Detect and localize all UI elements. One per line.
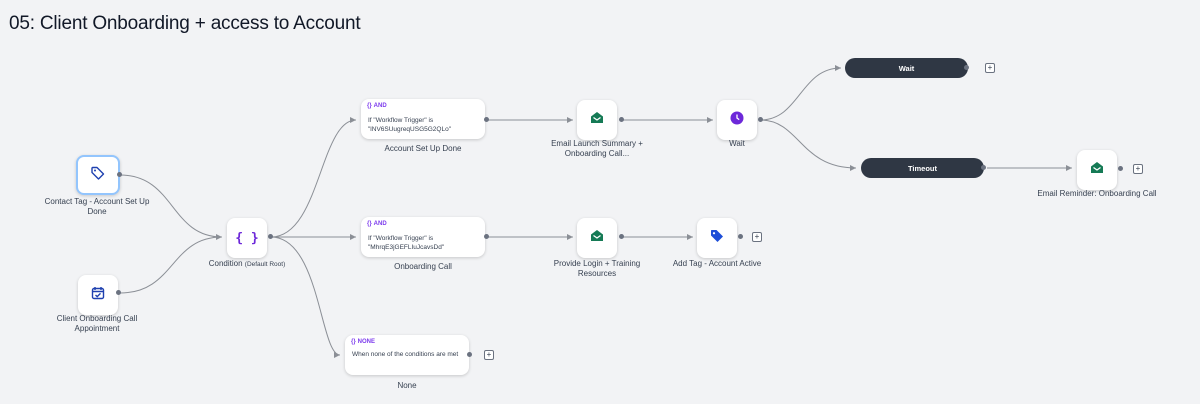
provide-login-label: Provide Login + Training Resources	[553, 259, 641, 278]
branch-onboarding-call-name: Onboarding Call	[394, 262, 452, 271]
condition-node[interactable]: { }	[227, 218, 267, 258]
condition-sub: (Default Root)	[244, 261, 286, 268]
email-reminder-label: Email Reminder: Onboarding Call	[1037, 189, 1157, 198]
branch-tag: {}NONE	[351, 339, 376, 345]
trigger-appointment-node[interactable]	[78, 275, 118, 315]
add-step-button[interactable]: +	[985, 63, 995, 73]
envelope-open-icon	[589, 228, 605, 249]
output-port[interactable]	[268, 234, 273, 239]
branch-criteria: If "Workflow Trigger" is "lNV6SUugreqUSG…	[368, 117, 452, 133]
branch-criteria: If "Workflow Trigger" is "MhrqE3jGEFLIuJ…	[368, 235, 445, 251]
edge-appointment-to-condition	[119, 236, 223, 294]
tag-icon	[90, 165, 106, 186]
output-port[interactable]	[116, 290, 121, 295]
envelope-open-icon	[1089, 160, 1105, 181]
add-step-button[interactable]: +	[484, 350, 494, 360]
output-port[interactable]	[738, 234, 743, 239]
envelope-open-icon	[589, 110, 605, 131]
add-tag-label: Add Tag - Account Active	[672, 259, 762, 268]
branch-tag: {}AND	[367, 221, 387, 227]
braces-icon: { }	[235, 230, 259, 246]
workflow-title: 05: Client Onboarding + access to Accoun…	[9, 13, 361, 34]
trigger-appointment-label: Client Onboarding Call Appointment	[56, 314, 138, 333]
output-port[interactable]	[619, 234, 624, 239]
branch-none-card[interactable]: {}NONE When none of the conditions are m…	[345, 335, 469, 375]
branch-onboarding-call-card[interactable]: {}AND If "Workflow Trigger" is "MhrqE3jG…	[361, 217, 485, 257]
output-port[interactable]	[981, 165, 986, 170]
output-port[interactable]	[1118, 166, 1123, 171]
branch-criteria: When none of the conditions are met	[352, 351, 459, 358]
condition-name: Condition	[208, 259, 243, 268]
timeout-branch-pill[interactable]: Timeout	[861, 158, 984, 178]
add-step-button[interactable]: +	[1133, 164, 1143, 174]
branch-account-setup-card[interactable]: {}AND If "Workflow Trigger" is "lNV6SUug…	[361, 99, 485, 139]
output-port[interactable]	[467, 352, 472, 357]
email-reminder-node[interactable]	[1077, 150, 1117, 190]
email-launch-label: Email Launch Summary + Onboarding Call..…	[551, 139, 643, 158]
output-port[interactable]	[117, 172, 122, 177]
output-port[interactable]	[619, 117, 624, 122]
output-port[interactable]	[484, 234, 489, 239]
tag-filled-icon	[709, 228, 725, 249]
wait-branch-pill[interactable]: Wait	[845, 58, 968, 78]
branch-account-setup-name: Account Set Up Done	[384, 144, 462, 153]
trigger-contact-tag-label: Contact Tag - Account Set Up Done	[44, 197, 150, 216]
edge-wait-to-waitpill	[759, 67, 842, 121]
output-port[interactable]	[964, 65, 969, 70]
clock-icon	[729, 110, 745, 131]
add-step-button[interactable]: +	[752, 232, 762, 242]
edge-contact-to-condition	[119, 174, 223, 238]
trigger-contact-tag-node[interactable]	[76, 155, 120, 195]
add-tag-node[interactable]	[697, 218, 737, 258]
provide-login-node[interactable]	[577, 218, 617, 258]
wait-label: Wait	[729, 139, 745, 148]
condition-label: Condition (Default Root)	[187, 259, 307, 270]
edge-condition-to-branch1	[270, 119, 357, 238]
edge-wait-to-timeout	[759, 119, 857, 169]
email-launch-node[interactable]	[577, 100, 617, 140]
wait-node[interactable]	[717, 100, 757, 140]
output-port[interactable]	[484, 117, 489, 122]
output-port[interactable]	[758, 117, 763, 122]
branch-none-name: None	[397, 381, 417, 390]
branch-tag: {}AND	[367, 103, 387, 109]
edge-condition-to-none	[270, 236, 341, 356]
calendar-check-icon	[90, 285, 106, 306]
